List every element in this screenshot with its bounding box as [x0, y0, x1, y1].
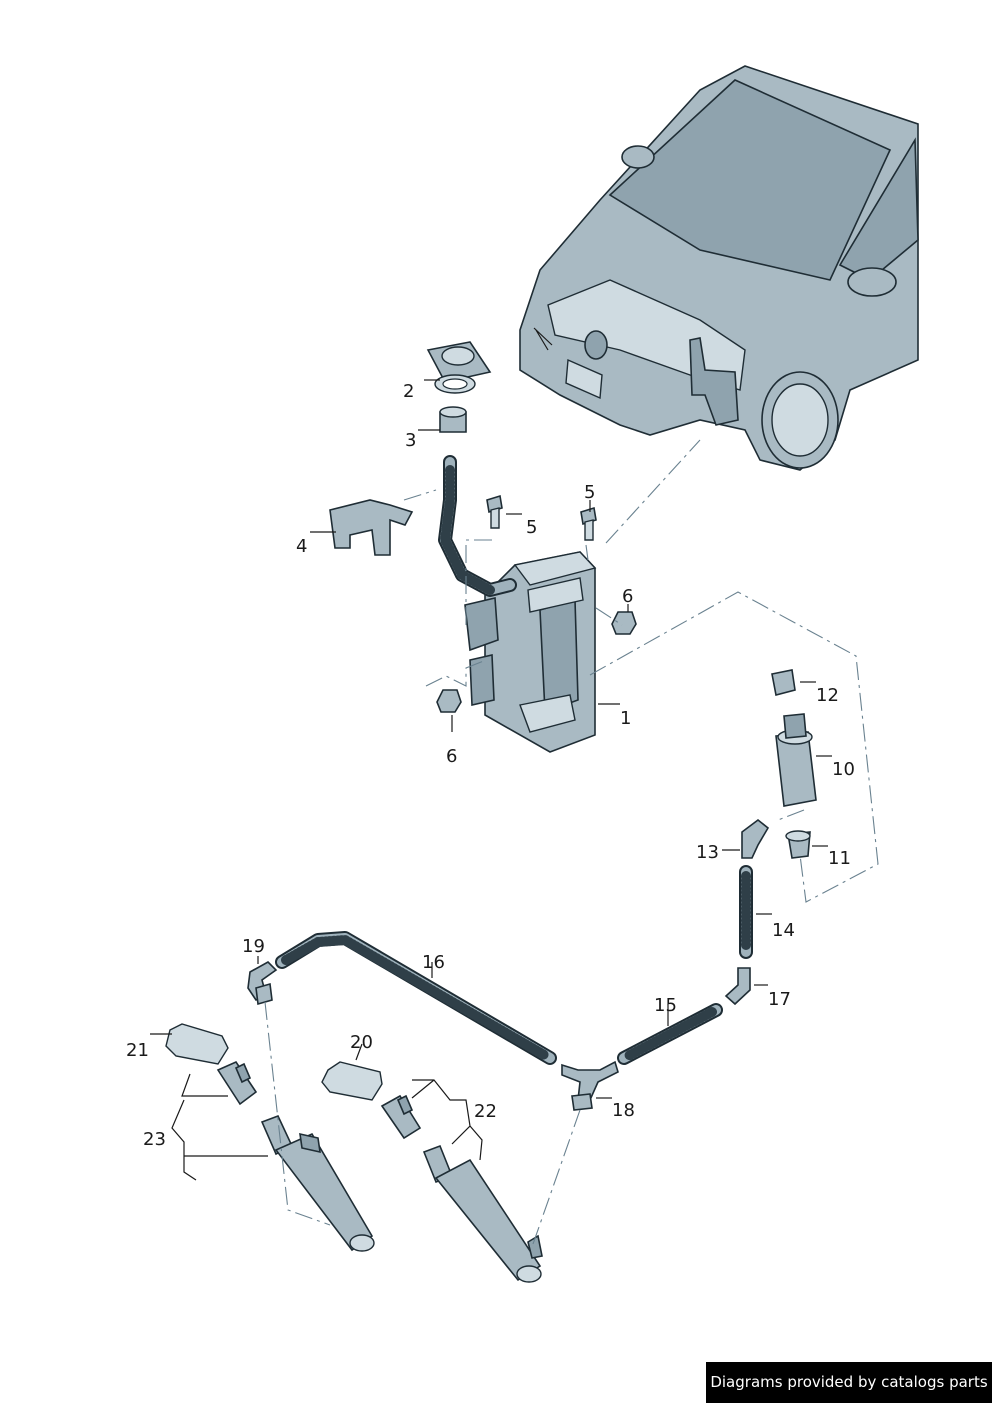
callout-21: 21 [126, 1040, 149, 1061]
callout-4: 4 [296, 536, 307, 557]
nut [611, 611, 637, 635]
nut [436, 689, 462, 713]
pump-connector [771, 669, 796, 696]
credit-banner: Diagrams provided by catalogs parts [706, 1362, 992, 1403]
washer-fluid-reservoir [464, 551, 597, 753]
callout-22: 22 [474, 1101, 497, 1122]
washer-nozzle-cap [165, 1023, 229, 1065]
headlight-washer-jet-right [380, 1094, 543, 1283]
callout-13: 13 [696, 842, 719, 863]
hose-connector [724, 967, 751, 1006]
callout-19: 19 [242, 936, 265, 957]
callout-11: 11 [828, 848, 851, 869]
headlight-washer-jet-left [216, 1060, 375, 1252]
callout-2: 2 [403, 381, 414, 402]
callout-5: 5 [526, 517, 537, 538]
callout-1: 1 [620, 708, 631, 729]
reservoir-bracket [329, 499, 414, 556]
callout-15: 15 [654, 995, 677, 1016]
bolt [580, 506, 597, 541]
washer-nozzle-cap [321, 1061, 383, 1101]
callout-12: 12 [816, 685, 839, 706]
hose-elbow [741, 818, 770, 859]
bolt [486, 494, 503, 529]
callout-14: 14 [772, 920, 795, 941]
callout-10: 10 [832, 759, 855, 780]
t-piece [561, 1060, 619, 1101]
callout-20: 20 [350, 1032, 373, 1053]
callout-18: 18 [612, 1100, 635, 1121]
callout-23: 23 [143, 1129, 166, 1150]
callout-6: 6 [622, 586, 633, 607]
callout-17: 17 [768, 989, 791, 1010]
callout-3: 3 [405, 430, 416, 451]
callout-16: 16 [422, 952, 445, 973]
callout-5: 5 [584, 482, 595, 503]
vehicle-illustration [519, 65, 919, 471]
callout-6: 6 [446, 746, 457, 767]
